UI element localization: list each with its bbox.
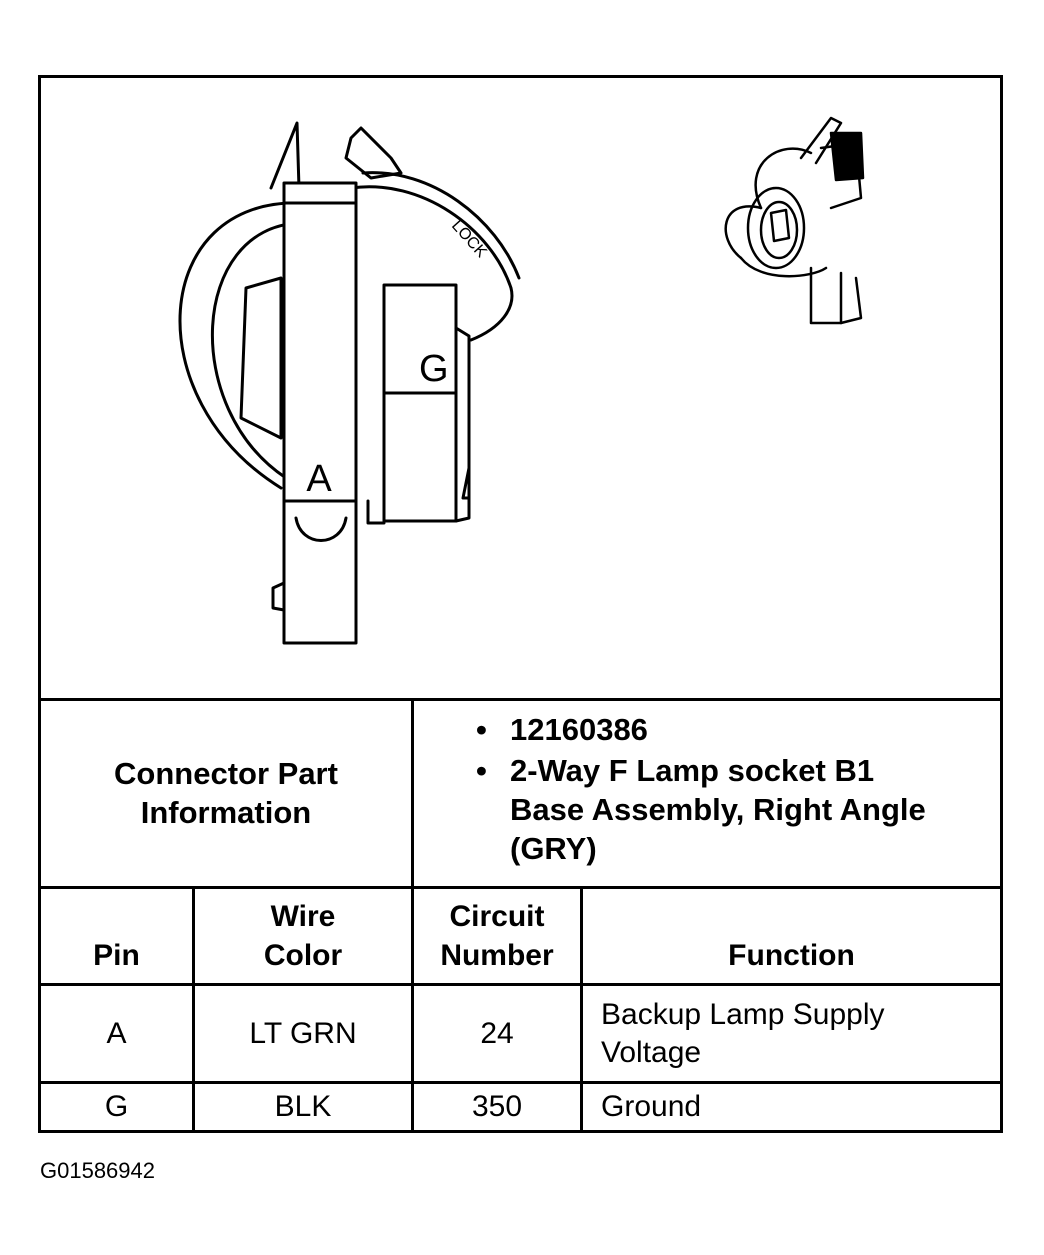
header-function: Function xyxy=(728,939,855,972)
header-circuit-number: Circuit Number xyxy=(440,900,554,972)
row-a-wire-color: LT GRN xyxy=(249,1016,357,1050)
connector-diagram-frame: LOCK xyxy=(38,75,1003,1133)
row-g-circuit-number: 350 xyxy=(471,1090,523,1123)
divider xyxy=(411,698,414,1130)
row-a-function: Backup Lamp Supply Voltage xyxy=(601,997,885,1069)
row-a-pin: A xyxy=(106,1016,127,1050)
divider xyxy=(192,886,195,1130)
row-a-circuit-number: 24 xyxy=(480,1016,514,1050)
row-g-pin: G xyxy=(104,1090,129,1123)
divider xyxy=(580,886,583,1130)
row-g-wire-color: BLK xyxy=(274,1090,332,1123)
terminal-a-label: A xyxy=(306,458,332,500)
connector-face-view: LOCK xyxy=(178,121,521,645)
header-pin: Pin xyxy=(93,939,140,972)
divider xyxy=(41,1081,1000,1084)
header-wire-color: Wire Color xyxy=(263,900,343,972)
divider xyxy=(41,983,1000,986)
row-g-function: Ground xyxy=(601,1090,702,1123)
connector-part-info-list: 12160386 2-Way F Lamp socket B1 Base Ass… xyxy=(414,700,1000,886)
divider xyxy=(41,886,1000,889)
figure-code: G01586942 xyxy=(40,1158,155,1183)
part-description: 2-Way F Lamp socket B1 Base Assembly, Ri… xyxy=(476,751,940,868)
connector-part-info-label: Connector Part Information xyxy=(114,756,338,830)
divider xyxy=(41,698,1000,701)
connector-illustration: LOCK xyxy=(178,116,865,645)
lamp-socket-view xyxy=(724,116,865,325)
part-number: 12160386 xyxy=(476,710,940,749)
terminal-g-label: G xyxy=(419,348,449,390)
